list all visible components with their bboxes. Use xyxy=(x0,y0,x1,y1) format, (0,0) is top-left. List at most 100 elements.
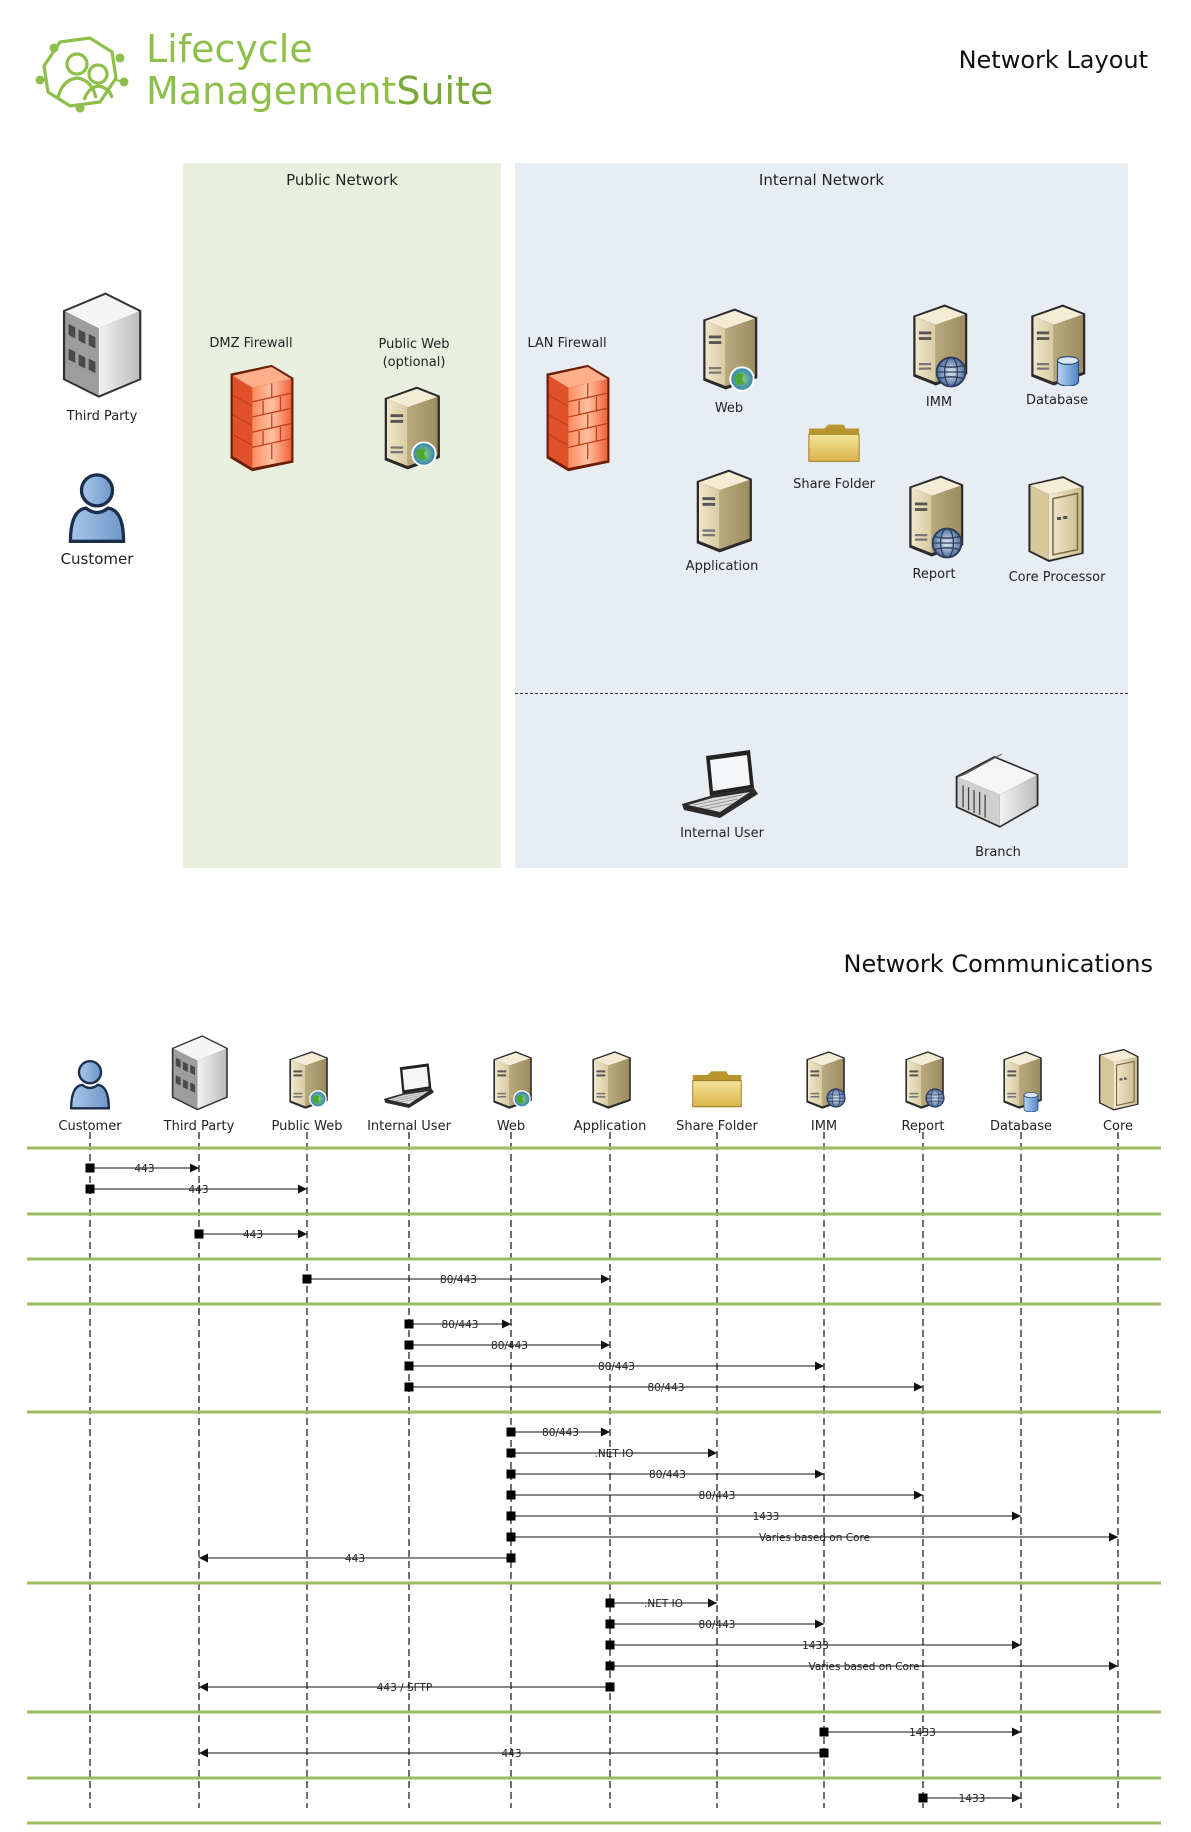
internal-user-label: Internal User xyxy=(680,826,764,841)
message-label: .NET IO xyxy=(595,1448,634,1460)
logo-suite: Suite xyxy=(396,69,494,113)
person-icon xyxy=(69,1060,111,1110)
message-origin-marker xyxy=(404,1382,414,1392)
message-label: 443 xyxy=(501,1748,521,1760)
building-icon xyxy=(171,1035,228,1111)
message-label: 443 xyxy=(243,1229,263,1241)
message-origin-marker xyxy=(819,1727,829,1737)
message-label: 1433 xyxy=(909,1727,936,1739)
share-folder-label: Share Folder xyxy=(793,477,875,492)
network-layout-title: Network Layout xyxy=(958,46,1148,74)
message-label: 80/443 xyxy=(648,1382,685,1394)
network-communications-title: Network Communications xyxy=(843,950,1153,978)
message-origin-marker xyxy=(605,1661,615,1671)
message-origin-marker xyxy=(194,1229,204,1239)
lane-label: Database xyxy=(990,1119,1052,1134)
lane-label: IMM xyxy=(811,1119,837,1134)
logo-line-1: Lifecycle xyxy=(146,27,313,71)
core-processor-icon xyxy=(1022,472,1088,564)
internal-network-label: Internal Network xyxy=(758,171,885,189)
imm-server-badge-icon xyxy=(826,1088,846,1108)
message-origin-marker xyxy=(506,1427,516,1437)
server-icon xyxy=(592,1051,631,1109)
public-network-label: Public Network xyxy=(286,171,398,189)
message-origin-marker xyxy=(605,1619,615,1629)
report-server-badge-icon xyxy=(925,1088,945,1108)
message-origin-marker xyxy=(506,1532,516,1542)
internal-network-zone: Internal Network xyxy=(515,163,1128,868)
web-label: Web xyxy=(714,401,744,416)
lane-label: Customer xyxy=(58,1119,122,1134)
message-label: 443 xyxy=(345,1553,365,1565)
message-origin-marker xyxy=(85,1163,95,1173)
folder-icon xyxy=(692,1070,742,1108)
message-label: 80/443 xyxy=(699,1490,736,1502)
message-origin-marker xyxy=(404,1361,414,1371)
web-globe-icon xyxy=(729,366,755,392)
lane-label: Core xyxy=(1103,1119,1133,1134)
branch-label: Branch xyxy=(975,845,1021,860)
message-origin-marker xyxy=(506,1448,516,1458)
customer-icon xyxy=(66,468,128,546)
logo: Lifecycle ManagementSuite xyxy=(30,30,500,120)
logo-mark-icon xyxy=(35,36,129,113)
lane-label: Application xyxy=(574,1119,647,1134)
application-server-icon xyxy=(686,465,758,557)
message-origin-marker xyxy=(819,1748,829,1758)
message-label: 80/443 xyxy=(542,1427,579,1439)
public-web-globe-icon xyxy=(411,441,437,467)
lane-label: Third Party xyxy=(163,1119,235,1134)
core-processor-label: Core Processor xyxy=(1008,570,1106,585)
message-label: .NET IO xyxy=(644,1598,683,1610)
report-label: Report xyxy=(912,567,956,582)
lan-firewall-icon xyxy=(540,362,616,472)
web-server-badge-icon xyxy=(309,1090,327,1108)
report-globe-icon xyxy=(931,527,963,559)
lane-label: Web xyxy=(497,1119,525,1134)
logo-management: Management xyxy=(146,69,397,113)
core-processor-icon xyxy=(1098,1048,1140,1112)
message-label: 1433 xyxy=(959,1793,986,1805)
message-origin-marker xyxy=(605,1640,615,1650)
internal-user-laptop-icon xyxy=(680,748,760,824)
imm-globe-icon xyxy=(935,356,967,388)
lane-label: Report xyxy=(901,1119,944,1134)
web-server-badge-icon xyxy=(513,1090,531,1108)
share-folder-icon xyxy=(805,420,863,466)
database-cylinder-icon xyxy=(1056,356,1080,386)
message-origin-marker xyxy=(506,1511,516,1521)
message-label: Varies based on Core xyxy=(759,1532,870,1544)
lane-label: Internal User xyxy=(367,1119,452,1134)
message-label: 443 xyxy=(134,1163,154,1175)
message-origin-marker xyxy=(918,1793,928,1803)
third-party-icon xyxy=(55,288,147,400)
message-origin-marker xyxy=(85,1184,95,1194)
third-party-label: Third Party xyxy=(66,409,138,424)
message-origin-marker xyxy=(506,1469,516,1479)
logo-line-2: ManagementSuite xyxy=(146,72,493,110)
message-origin-marker xyxy=(506,1490,516,1500)
dmz-firewall-label: DMZ Firewall xyxy=(209,336,293,351)
message-label: 80/443 xyxy=(598,1361,635,1373)
application-label: Application xyxy=(685,559,759,574)
message-origin-marker xyxy=(605,1598,615,1608)
branch-icon xyxy=(952,748,1044,832)
message-origin-marker xyxy=(506,1553,516,1563)
lane-label: Share Folder xyxy=(676,1119,758,1134)
public-web-label-2: (optional) xyxy=(382,355,446,370)
message-origin-marker xyxy=(404,1319,414,1329)
message-label: 80/443 xyxy=(699,1619,736,1631)
message-origin-marker xyxy=(302,1274,312,1284)
database-server-badge-icon xyxy=(1023,1092,1039,1112)
message-label: 80/443 xyxy=(491,1340,528,1352)
message-label: 80/443 xyxy=(440,1274,477,1286)
public-network-zone: Public Network xyxy=(183,163,501,868)
customer-label: Customer xyxy=(60,550,134,568)
message-label: 1433 xyxy=(802,1640,829,1652)
dmz-firewall-icon xyxy=(224,362,300,472)
zone-divider xyxy=(515,693,1128,694)
message-label: 80/443 xyxy=(649,1469,686,1481)
message-label: 80/443 xyxy=(442,1319,479,1331)
imm-label: IMM xyxy=(925,395,953,410)
laptop-icon xyxy=(383,1063,435,1109)
